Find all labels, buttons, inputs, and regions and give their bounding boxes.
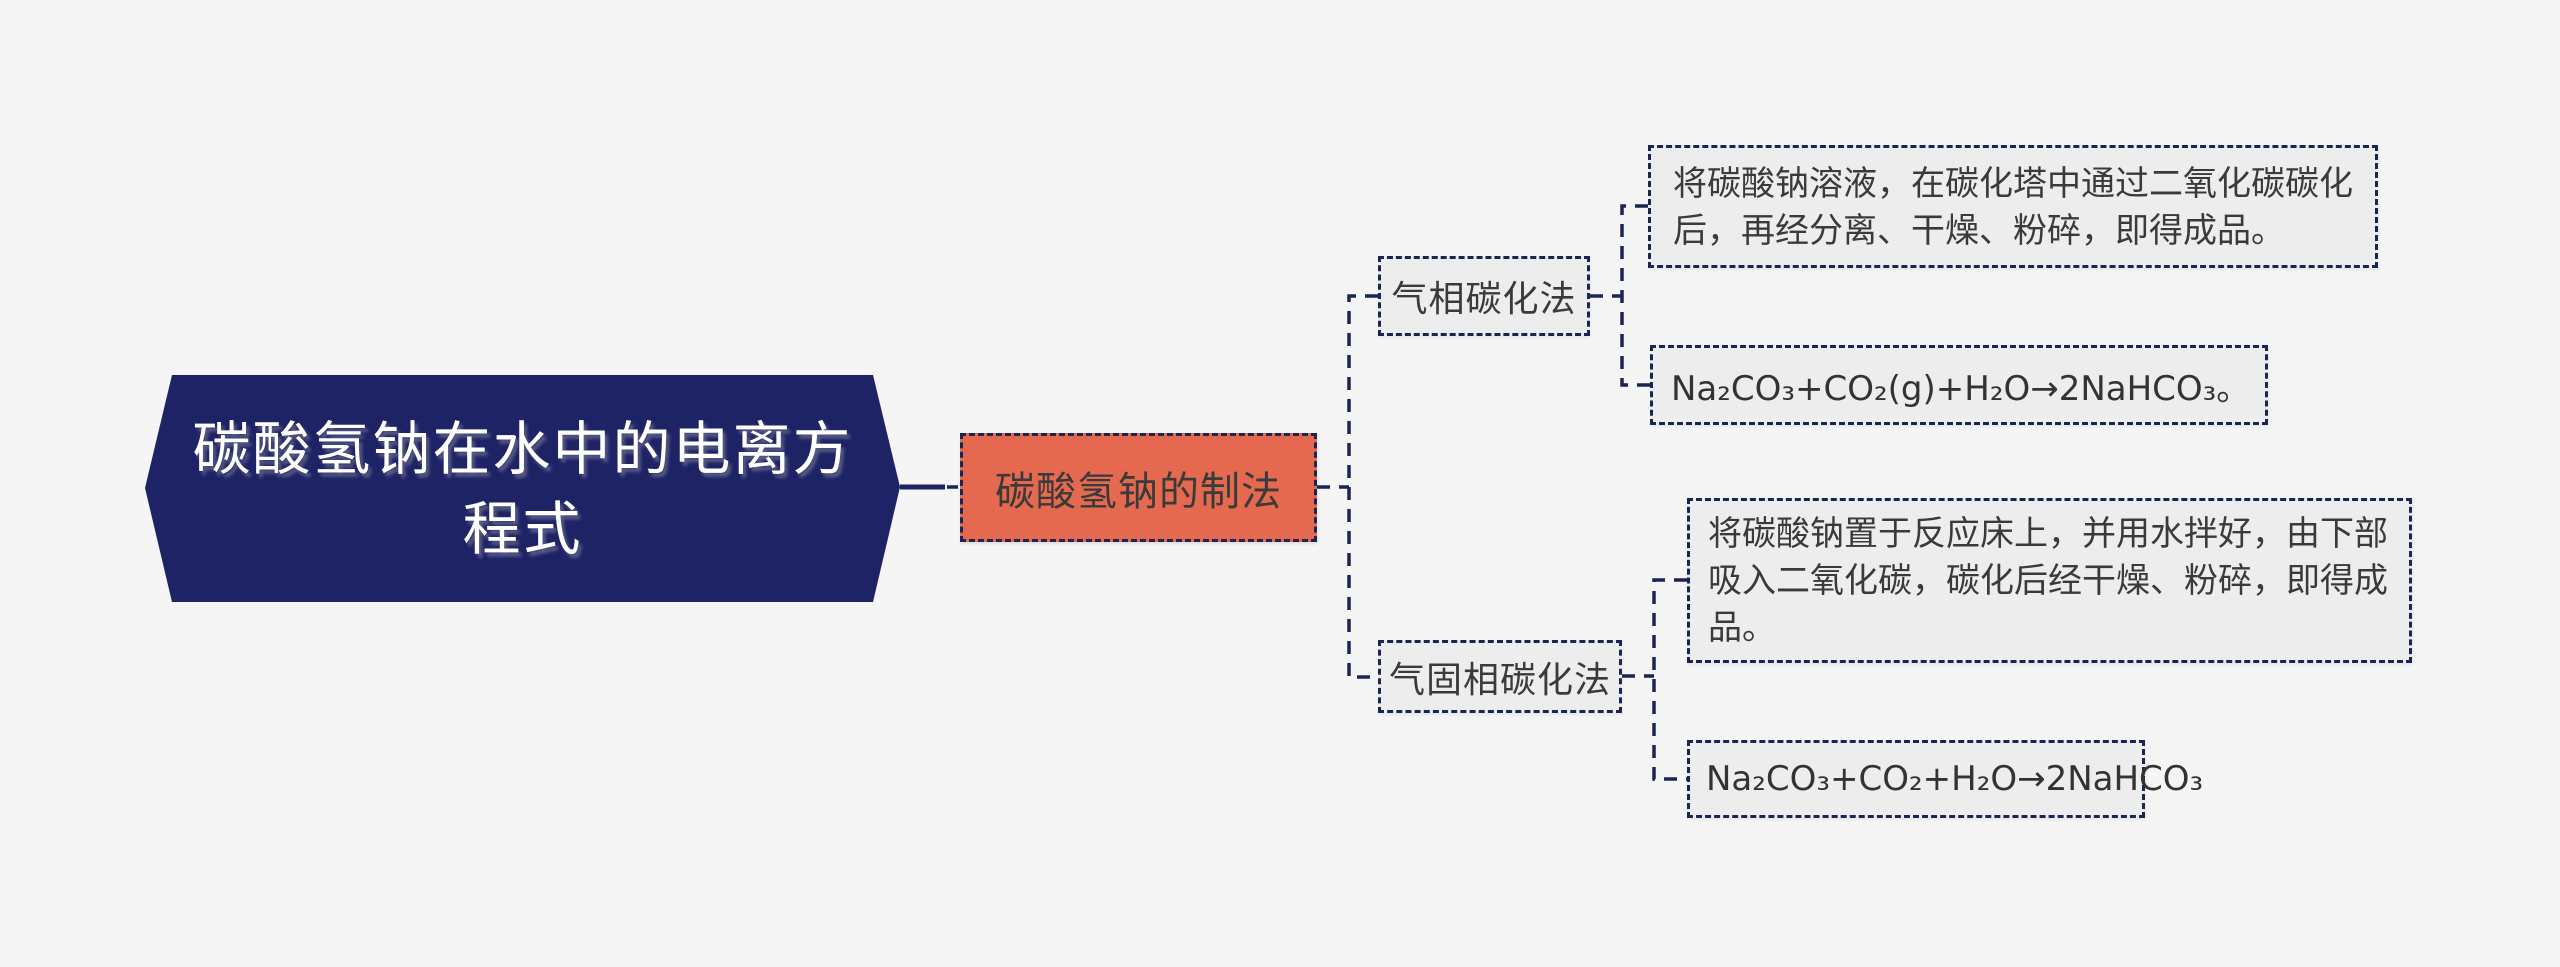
- branch-gas-equation-node[interactable]: Na₂CO₃+CO₂(g)+H₂O→2NaHCO₃。: [1650, 345, 2268, 425]
- connector-center-bracket: [1317, 294, 1378, 679]
- branch-gassolid-description-node[interactable]: 将碳酸钠置于反应床上，并用水拌好，由下部吸入二氧化碳，碳化后经干燥、粉碎，即得成…: [1687, 498, 2412, 663]
- root-node-title: 碳酸氢钠在水中的电离方程式: [192, 414, 853, 563]
- branch-gas-description-node[interactable]: 将碳酸钠溶液，在碳化塔中通过二氧化碳碳化后，再经分离、干燥、粉碎，即得成品。: [1648, 145, 2378, 268]
- connector-gassolid-bracket: [1622, 578, 1687, 781]
- center-node[interactable]: 碳酸氢钠的制法: [960, 433, 1317, 542]
- connector-gas-bracket: [1590, 204, 1650, 387]
- branch-gassolid-label-node[interactable]: 气固相碳化法: [1378, 640, 1622, 713]
- root-node[interactable]: 碳酸氢钠在水中的电离方程式: [145, 375, 900, 602]
- branch-gas-label-node[interactable]: 气相碳化法: [1378, 256, 1590, 336]
- branch-gassolid-equation-node[interactable]: Na₂CO₃+CO₂+H₂O→2NaHCO₃: [1687, 740, 2203, 818]
